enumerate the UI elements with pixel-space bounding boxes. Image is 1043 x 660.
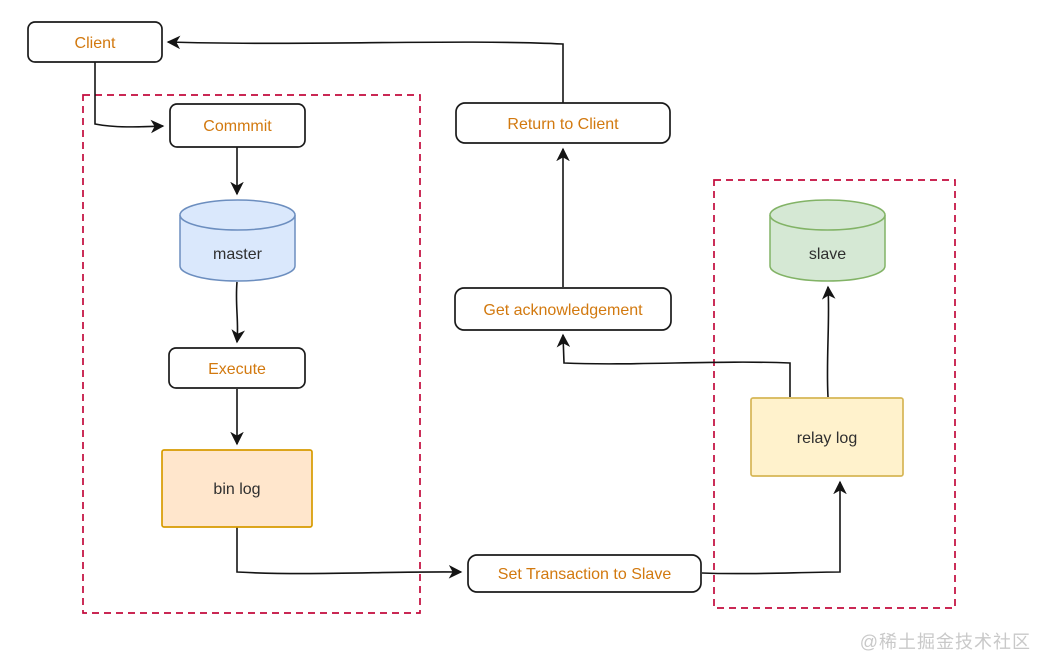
bin-log-label: bin log: [213, 481, 260, 498]
master-cylinder-body: [179, 215, 296, 282]
slave-label: slave: [809, 246, 846, 263]
set-transaction-box: [467, 554, 702, 593]
connector-settransaction-to-relaylog: [701, 480, 847, 575]
connector-relaylog-to-slave: [821, 285, 836, 398]
node-return-to-client: Return to Client: [455, 102, 671, 144]
slave-database-cylinder: slave: [769, 199, 886, 282]
node-relay-log: relay log: [750, 397, 904, 477]
connector-relaylog-to-getack: [556, 333, 791, 397]
master-database-cylinder: master: [179, 199, 296, 282]
node-client: Client: [27, 21, 163, 63]
execute-box: [168, 347, 306, 389]
return-to-client-label: Return to Client: [507, 116, 619, 133]
set-transaction-label: Set Transaction to Slave: [498, 566, 672, 583]
node-set-transaction-to-slave: Set Transaction to Slave: [467, 554, 702, 593]
connector-client-to-commit: [94, 62, 165, 134]
master-cylinder-top: [179, 199, 296, 231]
connector-master-to-execute: [231, 281, 245, 344]
get-acknowledgement-box: [454, 287, 672, 331]
node-bin-log: bin log: [161, 449, 313, 528]
slave-cylinder-top: [769, 199, 886, 231]
relay-log-box: [750, 397, 904, 477]
slave-cylinder-body: [769, 215, 886, 282]
master-group-boundary: [82, 94, 421, 614]
node-get-acknowledgement: Get acknowledgement: [454, 287, 672, 331]
relay-log-label: relay log: [797, 430, 857, 447]
get-acknowledgement-label: Get acknowledgement: [483, 302, 643, 319]
slave-group-boundary: [713, 179, 956, 609]
client-box: [27, 21, 163, 63]
watermark: @稀土掘金技术社区: [859, 632, 1031, 652]
node-execute: Execute: [168, 347, 306, 389]
connector-binlog-to-settransaction: [236, 527, 463, 579]
return-to-client-box: [455, 102, 671, 144]
connector-return-to-client: [166, 35, 564, 103]
client-label: Client: [75, 35, 116, 52]
execute-label: Execute: [208, 361, 266, 378]
master-label: master: [213, 246, 263, 263]
node-commit: Commmit: [169, 103, 306, 148]
bin-log-box: [161, 449, 313, 528]
commit-label: Commmit: [203, 118, 272, 135]
commit-box: [169, 103, 306, 148]
